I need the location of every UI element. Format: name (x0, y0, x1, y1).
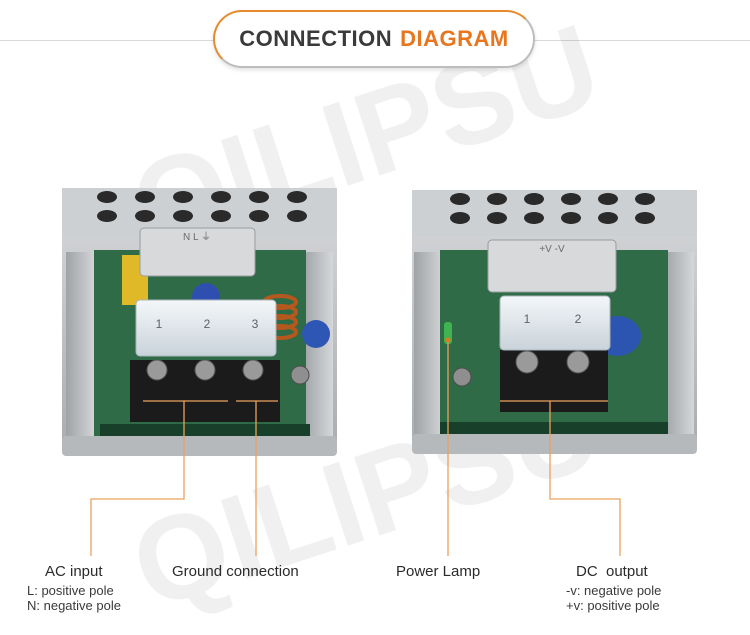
right-screw (452, 367, 472, 387)
ac-input-label: AC input (45, 563, 103, 580)
power-lamp-label: Power Lamp (396, 563, 481, 580)
left-terminal-number-3: 3 (252, 317, 259, 331)
leader-lines (90, 340, 621, 556)
left-side-wall-l (66, 252, 96, 442)
ac-input-l-desc: L: positive pole (27, 583, 114, 598)
left-terminal-numbers: 1 2 3 (156, 317, 259, 331)
left-pcb-edge (100, 424, 310, 438)
title-diagram: DIAGRAM (400, 26, 509, 51)
left-ground-screw (290, 365, 310, 385)
right-terminal-numbers: 1 2 (524, 312, 582, 326)
right-terminal-number-1: 1 (524, 312, 531, 326)
right-vent-holes (450, 193, 655, 224)
left-bracket (139, 227, 256, 277)
right-bracket (487, 239, 617, 293)
right-terminal-screws (515, 350, 590, 374)
right-side-wall-r (664, 252, 694, 442)
power-lamp-marker (445, 337, 451, 343)
ground-connection-label: Ground connection (172, 563, 299, 580)
leader-markers (445, 337, 451, 343)
left-terminal-number-1: 1 (156, 317, 163, 331)
right-terminal-cover (499, 295, 611, 351)
right-side-wall-l (414, 252, 444, 442)
title-connection: CONNECTION (239, 26, 393, 51)
dc-output-positive-desc: +v: positive pole (566, 598, 660, 613)
leader-dc-output (549, 401, 621, 556)
right-terminal-number-2: 2 (575, 312, 582, 326)
left-terminal-screws (146, 359, 264, 381)
left-terminal-cover (135, 299, 277, 357)
dc-output-negative-desc: -v: negative pole (566, 583, 662, 598)
section-title: CONNECTION DIAGRAM (213, 10, 535, 68)
ac-power-module: N L ⏚ 1 2 3 (62, 188, 337, 456)
right-cover-marking: +V -V (539, 244, 565, 255)
left-vent-holes (97, 191, 307, 222)
left-housing-base (62, 436, 337, 456)
dc-power-module: +V -V 1 2 (412, 190, 697, 454)
left-blue-capacitor-2 (302, 320, 330, 348)
leader-ac-input (90, 400, 185, 556)
ac-input-n-desc: N: negative pole (27, 598, 121, 613)
left-terminal-number-2: 2 (204, 317, 211, 331)
left-cover-marking: N L ⏚ (183, 231, 211, 243)
dc-output-label: DC output (576, 563, 648, 580)
right-pcb-edge (440, 422, 668, 436)
right-housing-base (412, 434, 697, 454)
